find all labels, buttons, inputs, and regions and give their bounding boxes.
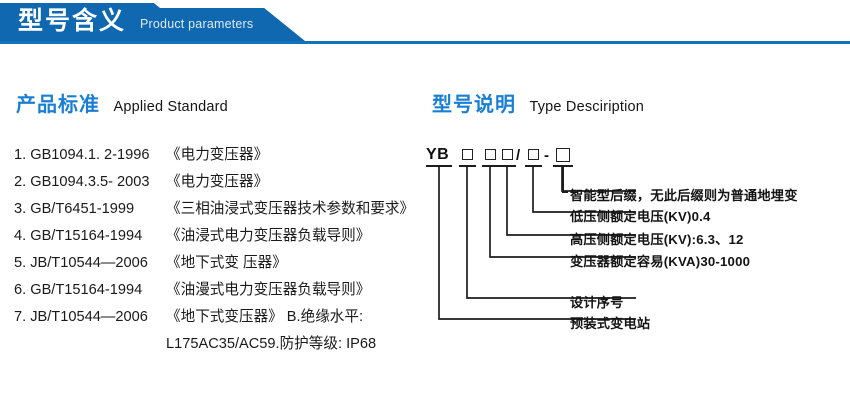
banner-background-shape: [0, 3, 305, 41]
banner-notch-shape: [150, 0, 310, 8]
model-code-dash: -: [544, 147, 549, 164]
standards-list-item: 5. JB/T10544—2006 《地下式变 压器》: [14, 251, 434, 278]
standard-title: 《三相油浸式变压器技术参数和要求》: [166, 201, 415, 217]
standards-continuation-line: L175AC35/AC59.防护等级: IP68: [166, 336, 377, 352]
code-underline-1: [426, 165, 452, 167]
standard-title: 《地下式变压器》 B.绝缘水平:: [166, 309, 364, 325]
standard-code: 7. JB/T10544—2006: [14, 309, 148, 325]
standard-code: 1. GB1094.1. 2-1996: [14, 147, 150, 163]
standard-code: 4. GB/T15164-1994: [14, 228, 143, 244]
standards-list-item: 6. GB/T15164-1994 《油漫式电力变压器负载导则》: [14, 278, 434, 305]
applied-standard-heading-cn: 产品标准: [16, 94, 100, 116]
type-description-heading-en: Type Desciription: [529, 99, 645, 115]
standard-title: 《油浸式电力变压器负载导则》: [166, 228, 371, 244]
leader-line-hv-voltage: [506, 166, 636, 236]
standards-list-item: 1. GB1094.1. 2-1996 《电力变压器》: [14, 143, 434, 170]
code-underline-4: [499, 165, 516, 167]
standards-list-item: 7. JB/T10544—2006 《地下式变压器》 B.绝缘水平:: [14, 305, 434, 332]
leader-line-lv-voltage: [532, 166, 636, 213]
model-code-diagram: YB / -: [426, 146, 850, 331]
leader-line-prefab-substation: [438, 166, 636, 320]
standard-title: 《电力变压器》: [166, 147, 269, 163]
standard-code: 6. GB/T15164-1994: [14, 282, 143, 298]
applied-standard-heading-en: Applied Standard: [113, 99, 228, 115]
standard-title: 《油漫式电力变压器负载导则》: [166, 282, 371, 298]
banner-subtitle: Product parameters: [140, 17, 254, 31]
leader-line-smart-suffix: [561, 166, 636, 192]
standard-title: 《电力变压器》: [166, 174, 269, 190]
leader-line-rated-capacity: [489, 166, 636, 258]
model-code-box-5: [556, 148, 570, 162]
banner-title: 型号含义: [18, 7, 127, 35]
page-header-banner: 型号含义 Product parameters: [0, 0, 850, 46]
model-code-box-3: [502, 149, 513, 160]
model-code-prefix: YB: [426, 146, 450, 163]
standard-code: 3. GB/T6451-1999: [14, 201, 135, 217]
type-description-heading: 型号说明 Type Desciription: [432, 88, 644, 117]
leader-line-design-serial: [466, 166, 636, 299]
leader-lines-svg: [438, 166, 636, 320]
applied-standard-heading: 产品标准 Applied Standard: [16, 88, 228, 117]
annotation-hv-rated-voltage: 高压侧额定电压(KV):6.3、12: [570, 232, 744, 247]
model-code-box-1: [462, 149, 473, 160]
code-underline-5: [525, 165, 542, 167]
standard-code: 2. GB1094.3.5- 2003: [14, 174, 150, 190]
annotation-prefab-substation: 预装式变电站: [570, 316, 651, 331]
standards-list-item: 2. GB1094.3.5- 2003 《电力变压器》: [14, 170, 434, 197]
annotation-design-serial: 设计序号: [570, 295, 624, 310]
annotation-smart-suffix: 智能型后缀，无此后缀则为普通地埋变: [570, 188, 798, 203]
standards-list-item: 4. GB/T15164-1994 《油浸式电力变压器负载导则》: [14, 224, 434, 251]
code-underline-3: [482, 165, 499, 167]
banner-bottom-rule: [0, 41, 850, 44]
model-code-box-2: [485, 149, 496, 160]
type-description-heading-cn: 型号说明: [432, 94, 516, 116]
code-underline-2: [459, 165, 476, 167]
standards-list-item: 3. GB/T6451-1999 《三相油浸式变压器技术参数和要求》: [14, 197, 434, 224]
standard-code: 5. JB/T10544—2006: [14, 255, 148, 271]
standard-title: 《地下式变 压器》: [166, 255, 287, 271]
annotation-lv-rated-voltage: 低压侧额定电压(KV)0.4: [570, 209, 711, 224]
model-code-slash: /: [516, 147, 521, 164]
model-code-box-4: [528, 149, 539, 160]
standards-list: 1. GB1094.1. 2-1996 《电力变压器》 2. GB1094.3.…: [14, 143, 434, 359]
annotation-rated-capacity: 变压器额定容易(KVA)30-1000: [570, 254, 751, 269]
